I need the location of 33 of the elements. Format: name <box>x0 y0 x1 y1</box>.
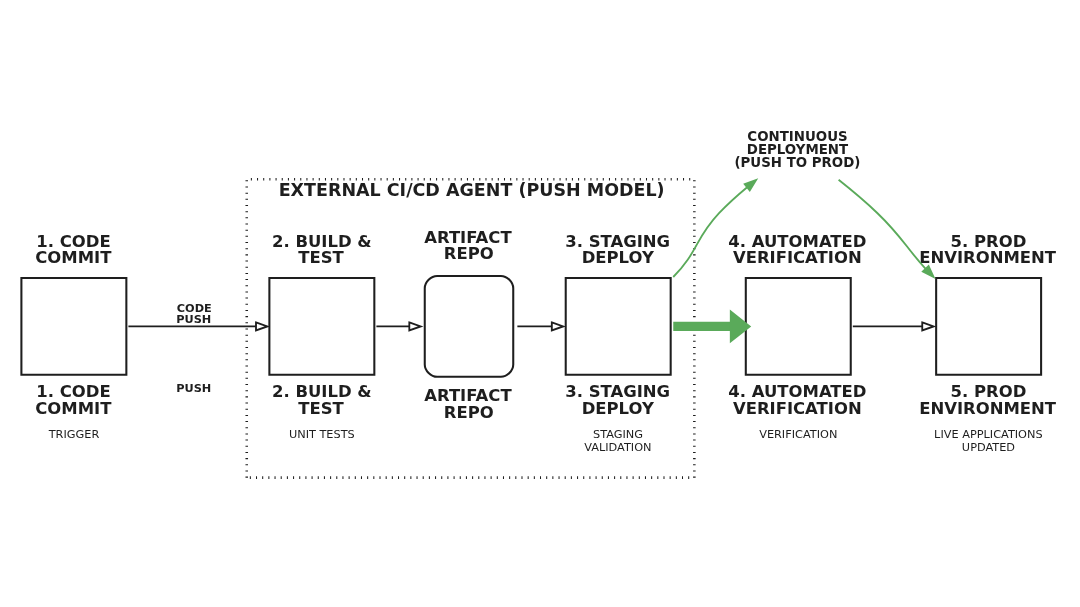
node-label: ARTIFACT REPO <box>424 227 512 264</box>
node-label: 5. PROD ENVIRONMENT <box>919 231 1057 268</box>
node-text: CONTINUOUS DEPLOYMENT (PUSH TO PROD) <box>734 128 861 171</box>
arrow <box>127 321 271 332</box>
node-box <box>564 277 672 376</box>
node-label: 5. PROD ENVIRONMENT <box>919 382 1057 418</box>
node-box <box>423 274 515 378</box>
edge-label: CODE PUSH <box>176 301 212 327</box>
arrow <box>516 321 566 332</box>
arrow <box>837 178 936 279</box>
node-box <box>935 277 1043 376</box>
node-label: STAGING VALIDATION <box>584 428 652 454</box>
node-box <box>20 277 128 376</box>
arrow <box>851 321 937 332</box>
node-label: ARTIFACT REPO <box>424 386 512 422</box>
node-label: 2. BUILD & TEST <box>271 382 372 418</box>
label: PUSH <box>176 382 212 396</box>
node-label: 1. CODE COMMIT <box>35 382 112 418</box>
arrow <box>673 309 752 344</box>
node-label: LIVE APPLICATIONS UPDATED <box>934 428 1043 454</box>
node-label: 3. STAGING DEPLOY <box>565 382 671 418</box>
arrow <box>375 321 424 332</box>
node-label: 3. STAGING DEPLOY <box>565 231 671 268</box>
node-box <box>744 277 852 376</box>
arrow <box>672 178 759 278</box>
node-label: 2. BUILD & TEST <box>271 231 372 268</box>
node-label: 1. CODE COMMIT <box>35 231 112 268</box>
node-label: 4. AUTOMATED VERIFICATION <box>728 231 867 268</box>
node-label: VERIFICATION <box>759 428 838 442</box>
node-label: UNIT TESTS <box>288 428 355 442</box>
node-label: TRIGGER <box>48 428 100 442</box>
node-label: 4. AUTOMATED VERIFICATION <box>728 382 867 418</box>
node-box <box>268 277 376 376</box>
